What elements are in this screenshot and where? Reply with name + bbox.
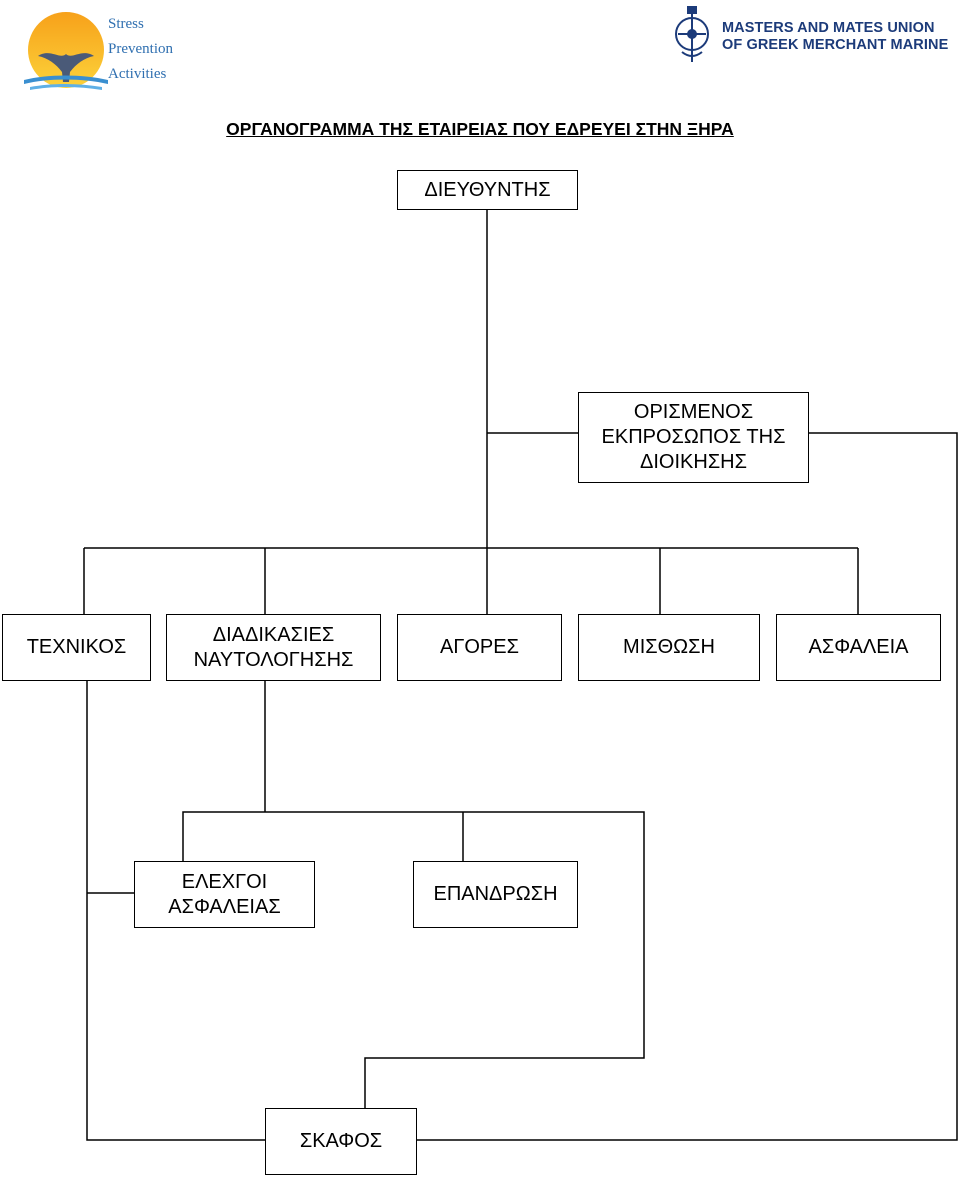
node-director: ΔΙΕΥΘΥΝΤΗΣ — [397, 170, 578, 210]
node-chartering: ΜΙΣΘΩΣΗ — [578, 614, 760, 681]
logo-line-stress: Stress — [108, 16, 144, 33]
union-emblem-icon — [675, 6, 709, 62]
logo-line-prevention: Prevention — [108, 41, 173, 58]
node-crewing-procedures: ΔΙΑΔΙΚΑΣΙΕΣ ΝΑΥΤΟΛΟΓΗΣΗΣ — [166, 614, 381, 681]
connector-representative-vessel — [417, 432, 958, 1141]
masters-mates-union-logo: MASTERS AND MATES UNION OF GREEK MERCHAN… — [670, 4, 955, 70]
logo-text-prevention: Prevention — [108, 41, 173, 57]
node-technical: ΤΕΧΝΙΚΟΣ — [2, 614, 151, 681]
node-safety-checks: ΕΛΕΧΓΟΙ ΑΣΦΑΛΕΙΑΣ — [134, 861, 315, 928]
page-title: ΟΡΓΑΝΟΓΡΑΜΜΑ ΤΗΣ ΕΤΑΙΡΕΙΑΣ ΠΟΥ ΕΔΡΕΥΕΙ Σ… — [226, 119, 734, 139]
stress-prevention-logo: Stress Prevention Activities — [20, 8, 200, 93]
node-insurance: ΑΣΦΑΛΕΙΑ — [776, 614, 941, 681]
connector-technical-vessel — [86, 681, 265, 1141]
node-vessel: ΣΚΑΦΟΣ — [265, 1108, 417, 1175]
union-name-line1: MASTERS AND MATES UNION — [722, 20, 935, 36]
logo-line-activities: Activities — [108, 66, 166, 83]
logo-text-activities: Activities — [108, 66, 167, 82]
logo-text-stress: Stress — [108, 16, 144, 32]
connector-crewing-bus — [182, 811, 645, 1108]
whale-tail-sun-icon — [24, 12, 108, 90]
node-manning: ΕΠΑΝΔΡΩΣΗ — [413, 861, 578, 928]
node-management-representative: ΟΡΙΣΜΕΝΟΣ ΕΚΠΡΟΣΩΠΟΣ ΤΗΣ ΔΙΟΙΚΗΣΗΣ — [578, 392, 809, 483]
union-name-line2: OF GREEK MERCHANT MARINE — [722, 37, 949, 53]
node-purchasing: ΑΓΟΡΕΣ — [397, 614, 562, 681]
